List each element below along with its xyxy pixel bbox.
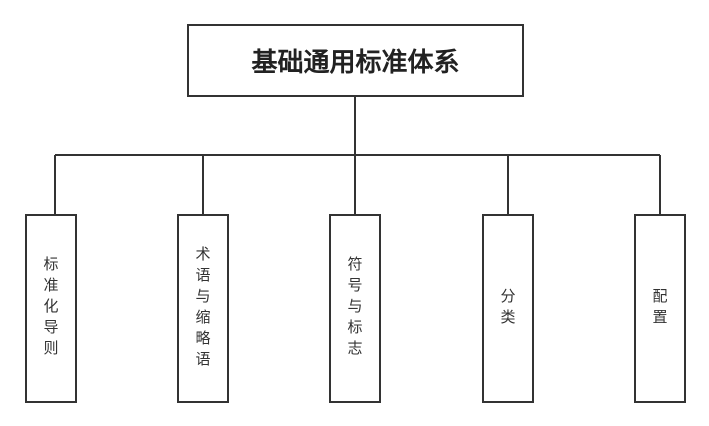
child-label: 配置 bbox=[650, 287, 669, 330]
root-title: 基础通用标准体系 bbox=[251, 48, 460, 78]
child-label: 分类 bbox=[498, 287, 517, 330]
child-label: 标准化导则 bbox=[41, 256, 60, 361]
child-label: 符号与标志 bbox=[345, 256, 364, 361]
child-node: 术语与缩略语 bbox=[177, 214, 229, 403]
root-node: 基础通用标准体系 bbox=[187, 24, 524, 97]
child-label: 术语与缩略语 bbox=[193, 245, 212, 372]
child-node: 分类 bbox=[482, 214, 534, 403]
child-node: 符号与标志 bbox=[329, 214, 381, 403]
child-node: 标准化导则 bbox=[25, 214, 77, 403]
child-node: 配置 bbox=[634, 214, 686, 403]
